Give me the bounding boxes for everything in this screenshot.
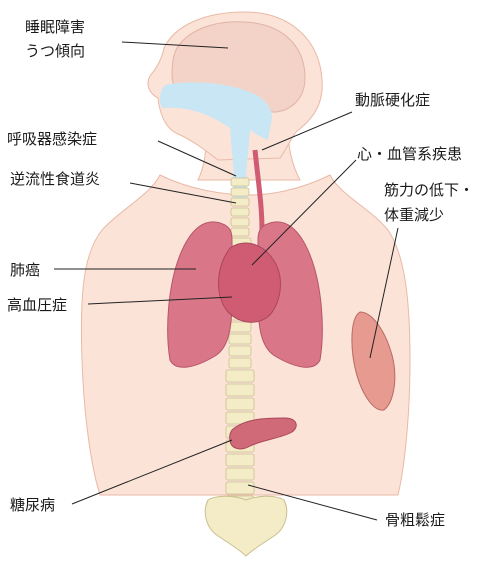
vertebra	[226, 384, 254, 396]
vertebra	[231, 178, 249, 186]
label-osteoporosis: 骨粗鬆症	[385, 510, 445, 530]
vertebra	[231, 228, 249, 236]
label-respiratory-infection: 呼吸器感染症	[7, 129, 97, 149]
label-muscle-weakness: 筋力の低下・	[384, 180, 474, 200]
pelvis	[205, 496, 287, 556]
vertebra	[226, 468, 254, 480]
vertebra	[229, 346, 251, 356]
vertebra	[231, 198, 249, 206]
label-lung-cancer: 肺癌	[10, 260, 40, 280]
vertebra	[229, 358, 251, 368]
label-weight-loss: 体重減少	[384, 205, 444, 225]
label-reflux-esophagitis: 逆流性食道炎	[10, 169, 100, 189]
vertebra	[226, 398, 254, 410]
label-cardiovascular: 心・血管系疾患	[357, 144, 462, 164]
label-depression: うつ傾向	[25, 41, 85, 61]
vertebra	[226, 482, 254, 494]
vertebra	[231, 208, 249, 216]
vertebra	[229, 334, 251, 344]
vertebra	[226, 454, 254, 466]
label-diabetes: 糖尿病	[10, 495, 55, 515]
vertebra	[231, 218, 249, 226]
vertebra	[229, 322, 251, 332]
vertebra	[231, 188, 249, 196]
label-hypertension: 高血圧症	[7, 295, 67, 315]
label-arteriosclerosis: 動脈硬化症	[355, 90, 430, 110]
vertebra	[226, 370, 254, 382]
label-sleep-disorder: 睡眠障害	[25, 17, 85, 37]
